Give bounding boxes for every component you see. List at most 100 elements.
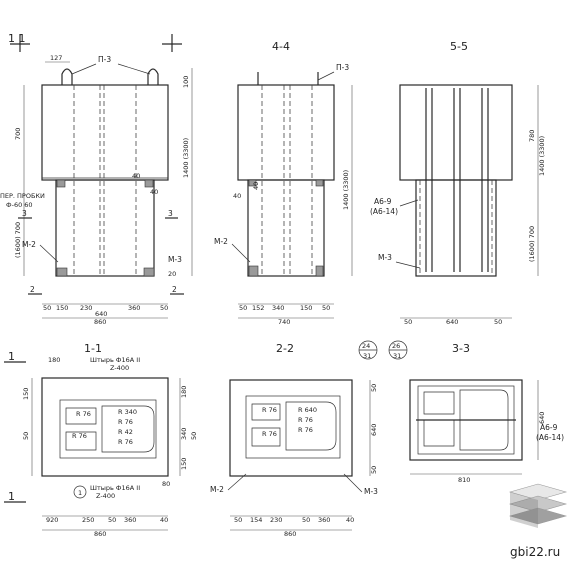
dim-40-d: 40	[233, 192, 241, 200]
callout-circle-1	[73, 485, 87, 499]
dim-230-b: 230	[270, 516, 282, 524]
view-4-4: 4-4 П-3 40 40 М-2 1400 (3300) 50 152 340…	[214, 40, 353, 326]
dim-40-b: 40	[150, 188, 158, 196]
callout-26: 26	[392, 342, 400, 350]
section-3-left: 3	[22, 209, 27, 218]
mark-a6-14: (А6-14)	[370, 207, 398, 216]
mark-per-size: Ф-60 60	[6, 201, 33, 209]
plan-inner	[59, 399, 157, 459]
r76-2-a: R 76	[262, 406, 277, 414]
dim-50-b: 50	[160, 304, 168, 312]
dim-700-5-5: (1600) 700	[528, 226, 536, 262]
section-2-right: 2	[172, 285, 177, 294]
section-2-left: 2	[30, 285, 35, 294]
dim-50-j: 50	[108, 516, 116, 524]
dim-150-c: 150	[22, 388, 30, 400]
dim-340-b: 340	[180, 428, 188, 440]
dim-700-lower: (1600) 700	[14, 222, 22, 258]
plan-1-1: 1 1-1 180 Штырь Ф16А II Z-400 R 76 R 340…	[4, 342, 198, 538]
r76-c: R 76	[72, 432, 87, 440]
callout-24: 24	[362, 342, 370, 350]
view-5-5: 5-5 А6-9 (А6-14) М-3 780 1400 (3300) (16…	[370, 40, 546, 326]
mark-p3-top: П-3	[98, 55, 111, 64]
callout-31-a: 31	[363, 352, 371, 360]
dim-700: 700	[14, 128, 22, 140]
dim-860-a: 860	[94, 318, 106, 326]
r640-2: R 640	[298, 406, 317, 414]
r76-2-d: R 76	[262, 430, 277, 438]
watermark-text: gbi22.ru	[510, 545, 560, 559]
callout-31-b: 31	[393, 352, 401, 360]
dim-152: 152	[252, 304, 264, 312]
lower-block	[55, 179, 155, 277]
dim-360-b: 360	[124, 516, 136, 524]
dim-860-b: 860	[94, 530, 106, 538]
dim-50-f: 50	[494, 318, 502, 326]
mark-m3-2-2: М-3	[364, 487, 378, 496]
mark-m3-5-5: М-3	[378, 253, 392, 262]
callout-1: 1	[78, 489, 82, 497]
plan-3-3-outer	[409, 379, 523, 461]
dim-360-a: 360	[128, 304, 140, 312]
dim-1400-left: 1400 (3300)	[182, 138, 190, 178]
dim-40-a: 40	[132, 172, 140, 180]
dim-1400-5-5: 1400 (3300)	[538, 136, 546, 176]
upper-block-4-4	[237, 84, 335, 181]
plan-2-2: 2-2 R 76 R 640 R 76 R 76 R 76 50 640 50 …	[210, 342, 378, 538]
cavity-1	[65, 407, 97, 425]
dim-50-2-b: 50	[370, 466, 378, 474]
r76-2-b: R 76	[298, 416, 313, 424]
cavity-3	[101, 405, 155, 453]
section-1-side: 1	[8, 350, 15, 363]
dim-20: 20	[168, 270, 176, 278]
mark-shtir-top: Штырь Ф16А II	[90, 356, 140, 364]
lower-block-5-5	[415, 179, 497, 277]
dim-80: 80	[162, 480, 170, 488]
mark-shtir-top-len: Z-400	[110, 364, 129, 372]
dim-180-a: 180	[48, 356, 60, 364]
dim-640-top: 640	[95, 310, 107, 318]
r76-2-c: R 76	[298, 426, 313, 434]
dim-640-5-5: 640	[446, 318, 458, 326]
dim-150-b: 150	[300, 304, 312, 312]
dim-50-2-c: 50	[234, 516, 242, 524]
dim-50-c: 50	[239, 304, 247, 312]
mark-m2-left: М-2	[22, 240, 36, 249]
dim-860-c: 860	[284, 530, 296, 538]
section-3-3-label: 3-3	[452, 342, 470, 355]
dim-154: 154	[250, 516, 262, 524]
dim-50-h: 50	[190, 432, 198, 440]
mark-m3-left: М-3	[168, 255, 182, 264]
dim-50-e: 50	[404, 318, 412, 326]
section-2-2-label: 2-2	[276, 342, 294, 355]
dim-640-3: 640	[538, 412, 546, 424]
site-logo	[508, 483, 568, 528]
dim-40-c: 40	[252, 182, 260, 190]
lower-block-4-4	[247, 179, 325, 277]
dim-150-a: 150	[56, 304, 68, 312]
r76-d: R 76	[118, 438, 133, 446]
dim-150-d: 150	[180, 458, 188, 470]
dim-1400-4-4: 1400 (3300)	[342, 170, 350, 210]
mark-a6-9-3: А6-9	[540, 423, 558, 432]
plan-3-3: 3-3 24 31 26 31 640 А6-9 (А6-14) 810	[358, 340, 564, 484]
mark-a6-9: А6-9	[374, 197, 392, 206]
dim-50-a: 50	[43, 304, 51, 312]
dim-50-d: 50	[322, 304, 330, 312]
section-3-right: 3	[168, 209, 173, 218]
dim-360-c: 360	[318, 516, 330, 524]
dim-920: 920	[46, 516, 58, 524]
lifting-loop-right	[147, 68, 159, 85]
mark-a6-14-3: (А6-14)	[536, 433, 564, 442]
r76-b: R 76	[118, 418, 133, 426]
section-1-1-plan-label: 1-1	[84, 342, 102, 355]
dim-50-2-a: 50	[370, 384, 378, 392]
dim-230-a: 230	[80, 304, 92, 312]
mark-p3-4-4: П-3	[336, 63, 349, 72]
mark-shtir-bottom-len: Z-400	[96, 492, 115, 500]
r76-a: R 76	[76, 410, 91, 418]
dim-40-e: 40	[160, 516, 168, 524]
upper-block-5-5	[399, 84, 513, 181]
lifting-loop-left	[61, 68, 73, 85]
